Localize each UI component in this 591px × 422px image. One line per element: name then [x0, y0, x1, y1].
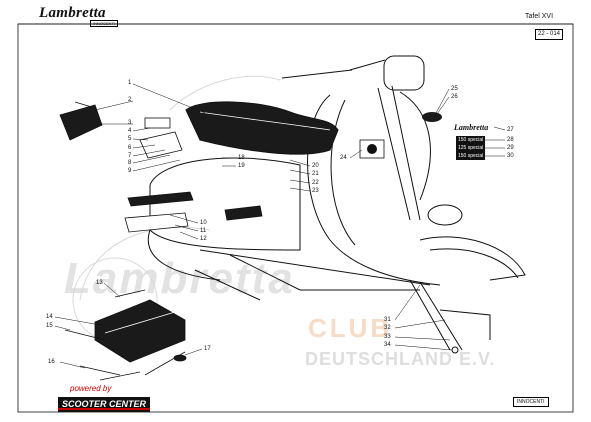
callout-23: 23	[312, 188, 319, 194]
watermark-lambretta: Lambretta	[64, 254, 295, 303]
innocenti-badge-bottom: INNOCENTI	[513, 397, 549, 407]
centre-stand	[409, 279, 491, 354]
callout-32: 32	[384, 325, 391, 331]
watermark-deutschland: DEUTSCHLAND E.V.	[305, 349, 496, 369]
innocenti-badge-top: INNOCENTI	[90, 20, 118, 27]
callout-25: 25	[451, 86, 458, 92]
callout-22: 22	[312, 180, 319, 186]
callout-7: 7	[128, 153, 132, 159]
callout-24: 24	[340, 155, 347, 161]
callout-29: 29	[507, 145, 514, 151]
steering-column	[377, 85, 421, 221]
plate-label: Tafel XVI	[525, 13, 554, 20]
decal-29: 125 special	[456, 144, 486, 152]
dual-seat	[185, 101, 339, 155]
callout-15: 15	[46, 323, 53, 329]
decal-30: 150 special	[456, 152, 486, 160]
leader-lines	[54, 83, 506, 369]
callout-28: 28	[507, 137, 514, 143]
badge-25	[422, 112, 442, 122]
scooter-body	[147, 55, 526, 301]
callout-9: 9	[128, 168, 132, 174]
callout-12: 12	[200, 236, 207, 242]
decal-28: 150 special	[456, 136, 486, 144]
callout-4: 4	[128, 128, 132, 134]
rear-light-parts	[59, 101, 183, 159]
callout-16: 16	[48, 359, 55, 365]
watermark-club: CLUB	[308, 313, 393, 343]
decal-27-lambretta-script: Lambretta	[454, 123, 489, 132]
spanner-13	[114, 289, 146, 298]
callout-14: 14	[46, 314, 53, 320]
headlamp	[383, 55, 425, 91]
callout-6: 6	[128, 145, 132, 151]
plug-spanner-15	[64, 329, 106, 341]
plate-code: 22 - 014	[535, 29, 563, 40]
horn-cast	[399, 91, 431, 201]
floor-strips	[124, 191, 263, 233]
callout-10: 10	[200, 220, 207, 226]
front-mudguard	[419, 236, 526, 281]
floorboard	[199, 249, 431, 286]
grille	[427, 204, 463, 226]
side-panel	[149, 157, 301, 251]
callout-20: 20	[312, 163, 319, 169]
callout-1: 1	[128, 80, 132, 86]
toolkit	[64, 289, 187, 381]
callout-34: 34	[384, 342, 391, 348]
callout-31: 31	[384, 317, 391, 323]
callout-3: 3	[128, 120, 132, 126]
callout-13: 13	[96, 280, 103, 286]
wrench-16	[79, 365, 141, 381]
callout-27: 27	[507, 127, 514, 133]
powered-by-label: powered by	[70, 384, 112, 393]
callout-19: 19	[238, 163, 245, 169]
callout-30: 30	[507, 153, 514, 159]
diagram-border	[17, 23, 574, 413]
callout-33: 33	[384, 334, 391, 340]
handlebar	[281, 59, 386, 79]
callout-21: 21	[312, 171, 319, 177]
callout-11: 11	[200, 228, 207, 234]
scooter-center-logo: SCOOTER CENTER	[58, 397, 150, 412]
callout-8: 8	[128, 160, 132, 166]
callout-5: 5	[128, 136, 132, 142]
callout-2: 2	[128, 97, 132, 103]
lambretta-logo: Lambretta	[39, 5, 106, 21]
callout-17: 17	[204, 346, 211, 352]
callout-26: 26	[451, 94, 458, 100]
callout-18: 18	[238, 155, 245, 161]
tool-roll	[94, 299, 186, 363]
